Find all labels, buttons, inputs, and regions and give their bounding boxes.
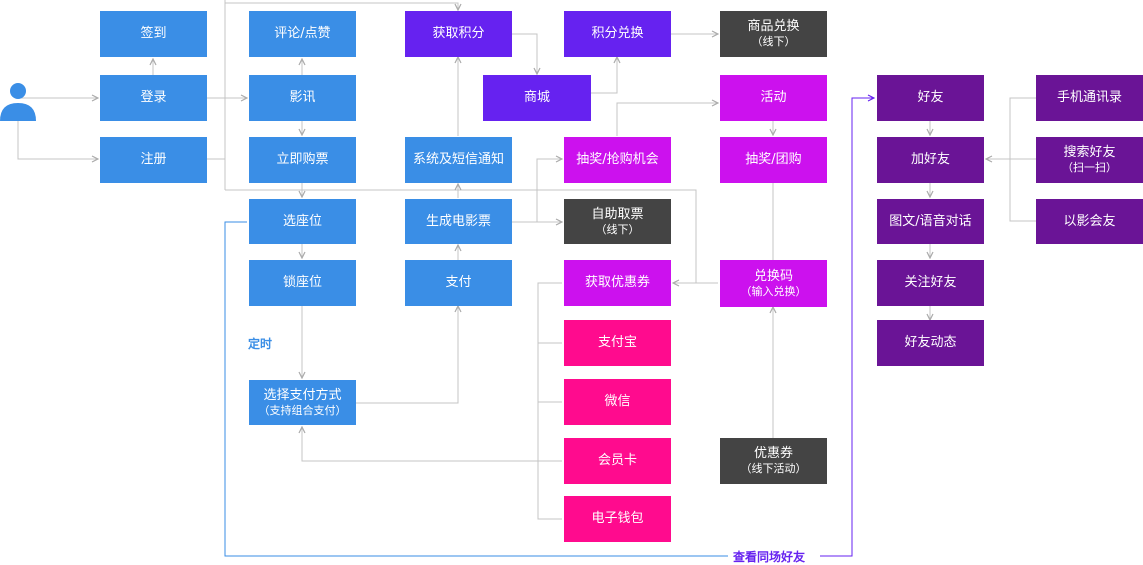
node-movie-info-label: 影讯 [289,90,316,105]
node-get-coupon-label: 获取优惠券 [584,275,650,290]
node-self-ticket-sub: （线下） [595,222,640,236]
user-icon [0,83,36,121]
node-movie-friends[interactable]: 以影会友 [1036,199,1143,244]
node-wechat[interactable]: 微信 [564,379,671,425]
node-mall[interactable]: 商城 [483,75,591,121]
node-pay-method-label: 选择支付方式 [263,387,342,403]
node-lottery-chance[interactable]: 抽奖/抢购机会 [564,137,671,183]
node-follow-friend[interactable]: 关注好友 [877,260,984,306]
node-checkin[interactable]: 签到 [100,11,207,57]
node-phone-contacts[interactable]: 手机通讯录 [1036,75,1143,121]
node-add-friend[interactable]: 加好友 [877,137,984,183]
node-get-coupon[interactable]: 获取优惠券 [564,260,671,306]
node-buy-now-label: 立即购票 [276,152,329,167]
node-checkin-label: 签到 [140,26,167,41]
node-choose-seat-label: 选座位 [282,213,322,229]
node-lottery-group-label: 抽奖/团购 [745,152,802,167]
edge-mall-exchange [591,57,617,94]
node-get-points[interactable]: 获取积分 [405,11,512,57]
timer-label: 定时 [248,337,273,351]
node-register-label: 注册 [140,152,167,167]
edge-payment-bracket [537,282,562,520]
node-redeem-code-label: 兑换码 [753,268,793,284]
node-goods-exchange-sub: （线下） [751,35,796,48]
node-movie-info[interactable]: 影讯 [249,75,356,121]
edge-user-register [17,110,98,159]
edge-paymethod-pay [356,306,458,404]
node-register[interactable]: 注册 [100,137,207,183]
edge-top-bus [224,0,458,10]
node-e-wallet[interactable]: 电子钱包 [564,496,671,542]
node-activity-label: 活动 [760,90,787,105]
node-lock-seat-label: 锁座位 [282,275,322,290]
node-points-exchange[interactable]: 积分兑换 [564,11,671,57]
node-choose-seat[interactable]: 选座位 [249,199,356,244]
node-get-points-label: 获取积分 [432,26,485,41]
node-activity[interactable]: 活动 [720,75,827,121]
node-pay[interactable]: 支付 [405,260,512,306]
node-friend-feed[interactable]: 好友动态 [877,320,984,366]
node-movie-friends-label: 以影会友 [1063,213,1116,229]
edge-seat-timer-loop [224,221,728,557]
node-system-notify[interactable]: 系统及短信通知 [405,137,512,183]
node-pay-label: 支付 [445,275,472,290]
node-redeem-code-sub: （输入兑换） [740,284,807,298]
connectors [17,0,1036,520]
node-mall-label: 商城 [523,90,550,105]
node-coupon-offline-sub: （线下活动） [740,462,807,475]
node-follow-friend-label: 关注好友 [904,275,957,290]
node-friends-label: 好友 [917,90,944,105]
node-self-ticket[interactable]: 自助取票 （线下） [564,199,671,244]
node-comment[interactable]: 评论/点赞 [249,11,356,57]
node-login[interactable]: 登录 [100,75,207,121]
node-member-card-label: 会员卡 [597,453,637,468]
node-gen-ticket-label: 生成电影票 [425,213,491,229]
node-search-friend[interactable]: 搜索好友 （扫一扫） [1036,137,1143,183]
node-chat[interactable]: 图文/语音对话 [877,199,984,244]
same-show-friends-label: 查看同场好友 [733,550,806,564]
node-redeem-code[interactable]: 兑换码 （输入兑换） [720,260,827,307]
node-search-friend-sub: （扫一扫） [1062,161,1117,174]
node-points-exchange-label: 积分兑换 [591,26,644,41]
node-buy-now[interactable]: 立即购票 [249,137,356,183]
node-alipay-label: 支付宝 [597,335,637,350]
node-e-wallet-label: 电子钱包 [591,511,644,526]
node-friends[interactable]: 好友 [877,75,984,121]
node-search-friend-label: 搜索好友 [1063,145,1116,160]
node-comment-label: 评论/点赞 [274,26,331,41]
node-wechat-label: 微信 [604,394,631,409]
node-chat-label: 图文/语音对话 [889,213,972,229]
node-coupon-offline-label: 优惠券 [753,446,793,461]
node-goods-exchange[interactable]: 商品兑换 （线下） [720,11,827,57]
node-lottery-chance-label: 抽奖/抢购机会 [576,152,659,167]
edge-samefriends-friends [820,98,874,557]
node-add-friend-label: 加好友 [910,152,950,167]
node-pay-method-sub: （支持组合支付） [258,403,347,417]
node-self-ticket-label: 自助取票 [591,206,644,222]
node-lock-seat[interactable]: 锁座位 [249,260,356,306]
node-coupon-offline[interactable]: 优惠券 （线下活动） [720,438,827,484]
node-gen-ticket[interactable]: 生成电影票 [405,199,512,244]
node-lottery-group[interactable]: 抽奖/团购 [720,137,827,183]
node-pay-method[interactable]: 选择支付方式 （支持组合支付） [249,380,356,425]
edge-ticket-lottery [536,159,562,222]
edge-lottery-activity [616,103,718,136]
node-friend-feed-label: 好友动态 [904,335,957,350]
node-login-label: 登录 [140,90,167,105]
node-goods-exchange-label: 商品兑换 [747,19,800,34]
node-system-notify-label: 系统及短信通知 [412,152,504,167]
node-alipay[interactable]: 支付宝 [564,320,671,366]
edge-membercard-paymethod [302,427,562,462]
node-phone-contacts-label: 手机通讯录 [1056,90,1122,105]
edge-points-mall [512,33,537,74]
node-member-card[interactable]: 会员卡 [564,438,671,484]
